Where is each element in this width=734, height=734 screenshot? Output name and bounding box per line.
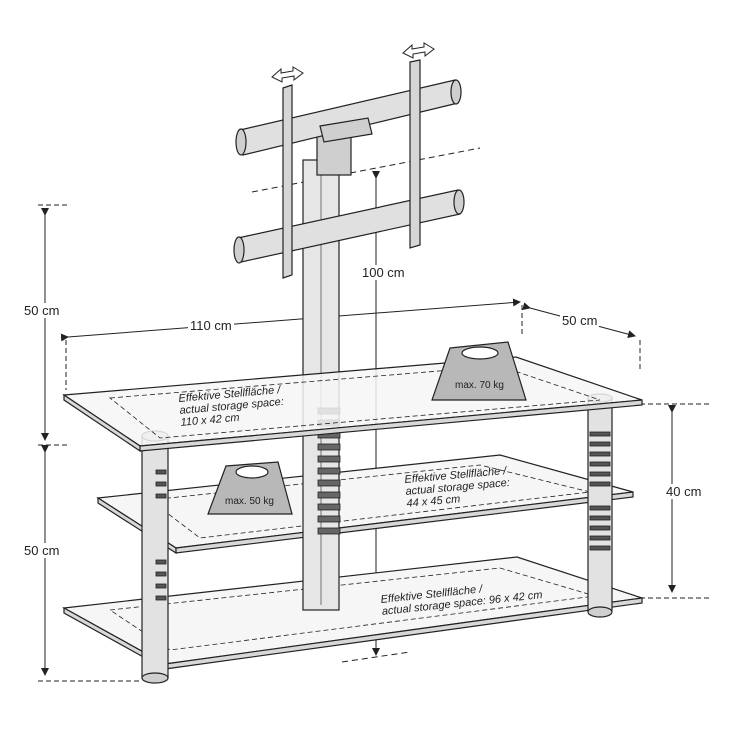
- dim-depth: 50 cm: [560, 313, 600, 328]
- bottom-shelf: [62, 556, 643, 671]
- weight-blocks: [207, 341, 527, 515]
- dim-width: 110 cm: [188, 318, 234, 333]
- adjust-arrow-icons: [271, 42, 435, 83]
- dim-bottom-height: 50 cm: [22, 543, 62, 558]
- weight-label-middle: max. 50 kg: [225, 496, 274, 507]
- tv-mount-bracket: [233, 59, 465, 279]
- dim-pole-height: 100 cm: [360, 265, 407, 280]
- dimension-lines: [38, 147, 710, 682]
- dim-shelf-spacing: 40 cm: [664, 484, 704, 499]
- top-shelf: [62, 356, 643, 453]
- weight-label-top: max. 70 kg: [455, 380, 504, 391]
- dim-top-height: 50 cm: [22, 303, 62, 318]
- middle-shelf: [96, 454, 634, 555]
